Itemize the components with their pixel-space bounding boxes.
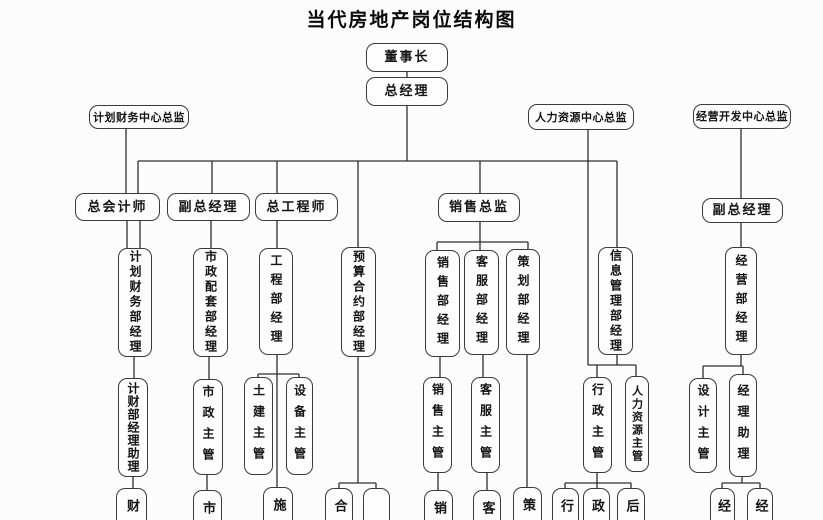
node-bottom-planning: 策: [513, 487, 542, 520]
node-customer-service-dept-manager: 客服部经理: [464, 250, 499, 355]
node-bottom-admin3: 后: [617, 488, 645, 520]
node-info-mgmt-dept-manager: 信息管理部经理: [598, 247, 633, 355]
node-equipment-supervisor: 设备主管: [286, 377, 313, 475]
node-business-dev-center-director: 经营开发中心总监: [693, 104, 791, 129]
node-bottom-admin2: 政: [583, 488, 610, 520]
node-budget-contract-dept-manager: 预算合约部经理: [341, 247, 376, 357]
node-deputy-gm-left: 副总经理: [167, 193, 250, 221]
node-planning-finance-center-director: 计划财务中心总监: [89, 105, 189, 129]
node-sales-dept-manager: 销售部经理: [425, 250, 460, 357]
node-business-dept-manager: 经营部经理: [725, 247, 757, 355]
node-bottom-admin1: 行: [552, 488, 579, 520]
node-municipal-supervisor: 市政主管: [193, 379, 223, 475]
node-bottom-construction: 施: [263, 487, 293, 520]
node-chairman: 董事长: [366, 43, 448, 72]
node-chief-accountant: 总会计师: [75, 193, 160, 221]
node-municipal-support-dept-manager: 市政配套部经理: [193, 248, 228, 357]
node-manager-assistant: 经理助理: [729, 374, 757, 477]
node-hr-center-director: 人力资源中心总监: [528, 104, 634, 130]
node-bottom-mgr1: 经: [710, 488, 735, 520]
node-bottom-contract: 合: [325, 488, 353, 520]
node-hr-supervisor: 人力资源主管: [625, 376, 649, 472]
node-admin-supervisor: 行政主管: [583, 377, 612, 473]
node-bottom-mgr2: 经: [747, 488, 773, 520]
node-planning-finance-dept-manager: 计划财务部经理: [118, 248, 152, 357]
node-chief-engineer: 总工程师: [255, 193, 338, 221]
node-engineering-dept-manager: 工程部经理: [259, 248, 293, 355]
node-bottom-cs: 客: [473, 490, 501, 520]
node-bottom-contract2: [363, 488, 390, 520]
node-design-supervisor: 设计主管: [689, 378, 717, 473]
node-sales-supervisor: 销售主管: [423, 377, 452, 473]
node-bottom-municipal: 市: [193, 490, 222, 520]
node-civil-supervisor: 土建主管: [244, 377, 273, 475]
node-planning-dept-manager: 策划部经理: [506, 249, 540, 355]
diagram-title: 当代房地产岗位结构图: [306, 9, 517, 31]
node-bottom-sales: 销: [424, 490, 453, 520]
node-general-manager: 总经理: [366, 77, 448, 106]
node-cs-supervisor: 客服主管: [471, 377, 500, 473]
node-deputy-gm-right: 副总经理: [702, 198, 783, 223]
node-sales-director: 销售总监: [438, 193, 520, 222]
node-bottom-finance: 财: [116, 488, 147, 520]
node-finance-manager-assistant: 计财部经理助理: [118, 378, 148, 477]
